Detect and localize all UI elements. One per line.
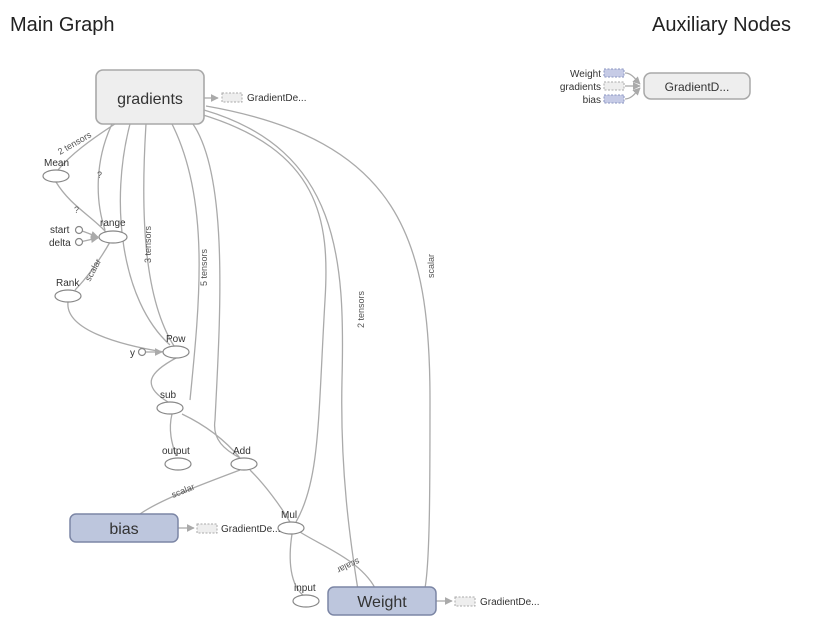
- edge-label-3-tensors: 3 tensors: [143, 225, 153, 263]
- edge-gradients-weight-a: [203, 109, 359, 591]
- mean-node-label: Mean: [44, 158, 69, 169]
- bias-node-label: bias: [109, 521, 138, 538]
- bias-ref[interactable]: GradientDe...: [196, 523, 280, 535]
- edge-mul-input: [289, 533, 305, 597]
- edge-labels: 2 tensors ? ? scalar 3 tensors 5 tensors…: [56, 129, 436, 575]
- edges: [55, 72, 641, 605]
- bias-node[interactable]: bias: [69, 513, 179, 543]
- gradients-node-label: gradients: [117, 91, 183, 108]
- delta-const-label: delta: [49, 238, 71, 249]
- aux-input-weight-label: Weight: [570, 69, 601, 80]
- edge-add-bias: [139, 469, 241, 515]
- output-node[interactable]: output: [162, 446, 192, 471]
- edge-label-5-tensors: 5 tensors: [199, 248, 209, 286]
- edge-gradients-pow-a: [119, 123, 171, 346]
- pow-node[interactable]: Pow: [162, 334, 190, 359]
- edge-gradients-mul: [199, 113, 327, 523]
- gradients-node[interactable]: gradients: [95, 69, 205, 125]
- start-const-label: start: [50, 225, 70, 236]
- input-node-label: input: [294, 583, 316, 594]
- rank-node-label: Rank: [56, 278, 80, 289]
- mul-node-label: Mul: [281, 510, 297, 521]
- edge-label-q1: ?: [97, 170, 102, 180]
- edge-sub-add: [181, 413, 241, 459]
- range-node-label: range: [100, 218, 126, 229]
- edge-pow-sub: [150, 357, 177, 403]
- input-node[interactable]: input: [292, 583, 320, 608]
- edge-range-rank: [74, 241, 111, 291]
- edge-aux-weight: [624, 72, 641, 85]
- aux-node-label: GradientD...: [665, 80, 730, 94]
- edge-label-scalar-range: scalar: [83, 257, 103, 283]
- aux-input-bias[interactable]: bias: [583, 94, 625, 106]
- pow-node-label: Pow: [166, 334, 186, 345]
- sub-node-label: sub: [160, 390, 177, 401]
- rank-node[interactable]: Rank: [54, 278, 82, 303]
- sub-node[interactable]: sub: [156, 390, 184, 415]
- mul-node[interactable]: Mul: [277, 510, 305, 535]
- mean-node[interactable]: Mean: [42, 158, 70, 183]
- edge-label-scalar-mul: scalar: [335, 556, 361, 575]
- start-const[interactable]: start: [50, 225, 84, 236]
- y-const-label: y: [130, 348, 135, 359]
- bias-ref-label: GradientDe...: [221, 524, 280, 535]
- edge-gradients-weight-b: [205, 105, 431, 589]
- gradients-ref[interactable]: GradientDe...: [221, 92, 306, 104]
- weight-ref[interactable]: GradientDe...: [454, 596, 539, 608]
- aux-gradient-descent-node[interactable]: GradientD...: [643, 72, 751, 100]
- auxiliary-nodes-title: Auxiliary Nodes: [652, 14, 791, 36]
- delta-const[interactable]: delta: [49, 237, 84, 249]
- edge-label-q2: ?: [74, 205, 79, 215]
- main-graph-title: Main Graph: [10, 14, 115, 36]
- aux-input-gradients[interactable]: gradients: [560, 81, 625, 93]
- edge-gradients-range: [97, 123, 113, 231]
- edge-aux-bias: [624, 87, 641, 100]
- aux-input-weight[interactable]: Weight: [570, 68, 625, 80]
- edge-label-scalar-bias: scalar: [170, 482, 196, 500]
- edge-gradients-pow-b: [143, 123, 175, 347]
- edge-label-2-tensors-b: 2 tensors: [356, 290, 366, 328]
- edge-mul-weight: [299, 531, 376, 589]
- edge-mean-range: [55, 181, 107, 233]
- edge-sub-output: [169, 413, 177, 457]
- edge-label-scalar-right: scalar: [426, 254, 436, 278]
- edge-gradients-add: [189, 119, 241, 459]
- weight-node-label: Weight: [357, 594, 407, 611]
- aux-input-bias-label: bias: [583, 95, 601, 106]
- weight-ref-label: GradientDe...: [480, 597, 539, 608]
- output-node-label: output: [162, 446, 190, 457]
- range-node[interactable]: range: [98, 218, 128, 244]
- edge-rank-pow: [67, 301, 165, 353]
- add-node-label: Add: [233, 446, 251, 457]
- aux-input-gradients-label: gradients: [560, 82, 601, 93]
- add-node[interactable]: Add: [230, 446, 258, 471]
- edge-add-mul: [249, 469, 291, 523]
- gradients-ref-label: GradientDe...: [247, 93, 306, 104]
- y-const[interactable]: y: [130, 347, 147, 359]
- weight-node[interactable]: Weight: [327, 586, 437, 616]
- edge-gradients-sub: [171, 123, 200, 401]
